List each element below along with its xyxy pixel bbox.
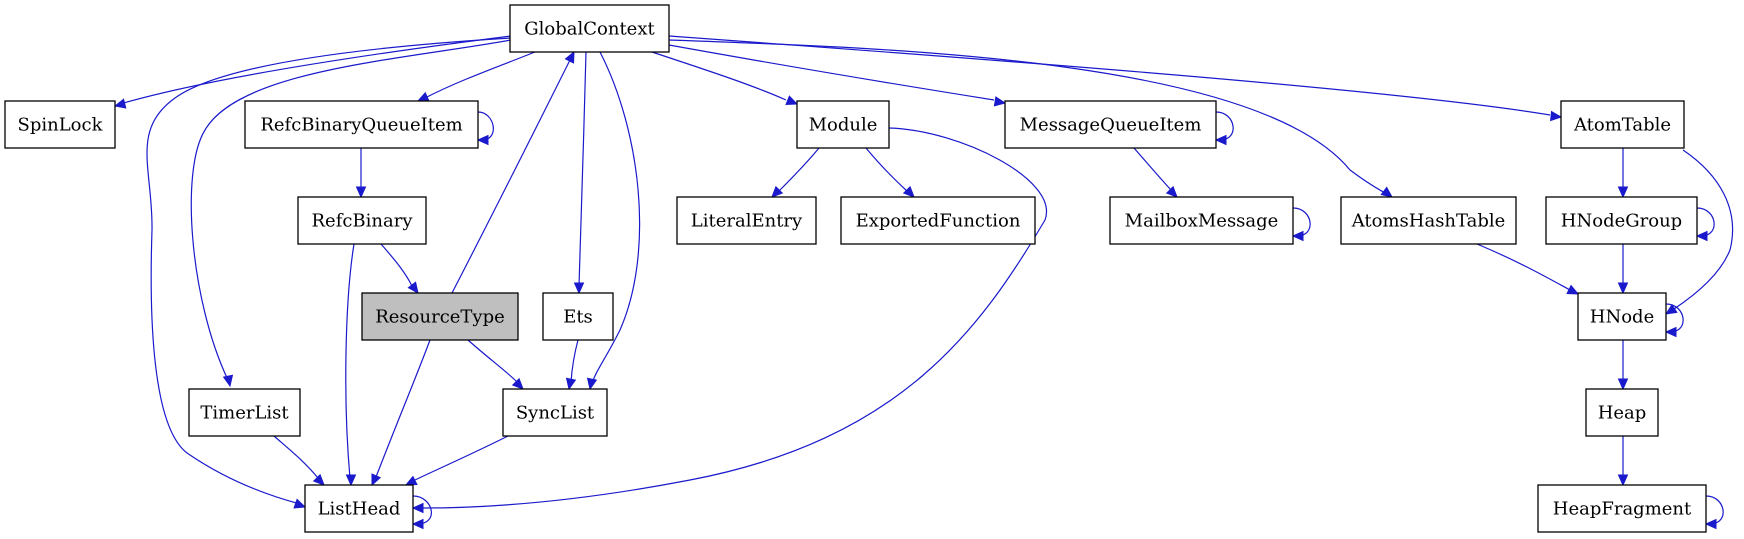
node-label: Ets (563, 307, 593, 328)
graph-edges (113, 35, 1734, 530)
edge-atom-table-to-h-node (1664, 149, 1734, 315)
node-refc-binary[interactable]: RefcBinary (297, 196, 427, 245)
edge-sync-list-to-list-head (404, 435, 509, 486)
node-timer-list[interactable]: TimerList (188, 388, 301, 437)
node-label: HNode (1590, 307, 1654, 328)
node-box (1004, 100, 1217, 149)
node-exported-function[interactable]: ExportedFunction (840, 196, 1036, 245)
edge-module-to-literal-entry (771, 147, 820, 198)
node-list-head[interactable]: ListHead (304, 484, 414, 533)
edge-resource-type-to-list-head (371, 339, 431, 487)
node-atom-table[interactable]: AtomTable (1560, 100, 1685, 149)
node-resource-type[interactable]: ResourceType (361, 292, 519, 341)
node-box (1585, 388, 1659, 437)
node-heap[interactable]: Heap (1585, 388, 1659, 437)
edge-atoms-hash-table-to-h-node (1476, 243, 1580, 295)
edge-h-node-group-to-h-node (1617, 244, 1629, 295)
node-label: HNodeGroup (1561, 211, 1682, 232)
node-box (1560, 100, 1685, 149)
node-box (840, 196, 1036, 245)
edge-global-context-to-list-head (146, 37, 512, 509)
node-box (361, 292, 519, 341)
node-label: SpinLock (18, 115, 104, 136)
edge-global-context-to-ets (573, 51, 587, 295)
node-label: AtomsHashTable (1351, 211, 1506, 232)
node-box (4, 100, 116, 149)
edge-refc-binary-to-resource-type (380, 243, 419, 294)
edge-atom-table-to-h-node-group (1617, 148, 1629, 199)
edge-message-queue-item-to-message-queue-item (1214, 111, 1234, 146)
node-label: ListHead (318, 499, 401, 520)
node-spin-lock[interactable]: SpinLock (4, 100, 116, 149)
edge-refc-binary-queue-item-to-refc-binary-queue-item (476, 111, 494, 146)
edge-module-to-list-head (411, 127, 1048, 514)
node-box (244, 100, 479, 149)
edge-refc-binary-queue-item-to-refc-binary (355, 148, 367, 199)
edge-global-context-to-sync-list (586, 51, 641, 391)
edge-heap-fragment-to-heap-fragment (1704, 495, 1724, 530)
node-refc-binary-queue-item[interactable]: RefcBinaryQueueItem (244, 100, 479, 149)
edge-message-queue-item-to-mailbox-message (1133, 147, 1178, 198)
node-box (297, 196, 427, 245)
node-box (1537, 484, 1707, 533)
edge-heap-to-heap-fragment (1617, 436, 1629, 487)
edge-global-context-to-refc-binary-queue-item (416, 51, 536, 102)
edge-global-context-to-atom-table (668, 35, 1563, 122)
node-atoms-hash-table[interactable]: AtomsHashTable (1340, 196, 1517, 245)
node-h-node[interactable]: HNode (1577, 292, 1667, 341)
node-label: RefcBinaryQueueItem (260, 115, 462, 136)
edge-global-context-to-atoms-hash-table (668, 39, 1393, 198)
edge-global-context-to-module (651, 51, 799, 105)
node-box (188, 388, 301, 437)
node-mailbox-message[interactable]: MailboxMessage (1109, 196, 1294, 245)
node-label: MessageQueueItem (1020, 115, 1202, 136)
node-label: ResourceType (375, 307, 505, 328)
edge-global-context-to-timer-list (190, 39, 512, 388)
edge-list-head-to-list-head (411, 495, 432, 530)
node-box (1577, 292, 1667, 341)
node-label: SyncList (516, 403, 595, 424)
edge-global-context-to-spin-lock (113, 35, 512, 109)
node-box (509, 4, 670, 53)
node-box (1545, 196, 1698, 245)
edge-h-node-group-to-h-node-group (1695, 207, 1715, 242)
node-box (1109, 196, 1294, 245)
node-heap-fragment[interactable]: HeapFragment (1537, 484, 1707, 533)
node-label: HeapFragment (1553, 499, 1692, 520)
edge-global-context-to-message-queue-item (668, 44, 1007, 107)
node-label: TimerList (200, 403, 289, 424)
node-box (676, 196, 817, 245)
node-label: Module (809, 115, 878, 136)
node-label: AtomTable (1573, 115, 1671, 136)
node-label: ExportedFunction (856, 211, 1021, 232)
node-label: MailboxMessage (1125, 211, 1279, 232)
node-ets[interactable]: Ets (542, 292, 614, 341)
edge-module-to-exported-function (865, 147, 915, 198)
node-box (502, 388, 608, 437)
edge-mailbox-message-to-mailbox-message (1291, 207, 1311, 242)
node-label: RefcBinary (311, 211, 413, 232)
node-box (542, 292, 614, 341)
node-h-node-group[interactable]: HNodeGroup (1545, 196, 1698, 245)
node-label: LiteralEntry (691, 211, 803, 232)
edge-ets-to-sync-list (565, 339, 579, 391)
edge-h-node-to-h-node (1664, 303, 1684, 338)
edge-refc-binary-to-list-head (345, 243, 357, 487)
node-message-queue-item[interactable]: MessageQueueItem (1004, 100, 1217, 149)
node-label: GlobalContext (524, 19, 655, 40)
node-label: Heap (1598, 403, 1647, 424)
edge-h-node-to-heap (1617, 340, 1629, 391)
edge-resource-type-to-global-context (451, 50, 575, 294)
node-literal-entry[interactable]: LiteralEntry (676, 196, 817, 245)
node-box (304, 484, 414, 533)
edge-timer-list-to-list-head (273, 435, 325, 486)
edge-resource-type-to-sync-list (467, 339, 524, 390)
node-global-context[interactable]: GlobalContext (509, 4, 670, 53)
node-box (796, 100, 890, 149)
node-module[interactable]: Module (796, 100, 890, 149)
node-sync-list[interactable]: SyncList (502, 388, 608, 437)
node-box (1340, 196, 1517, 245)
